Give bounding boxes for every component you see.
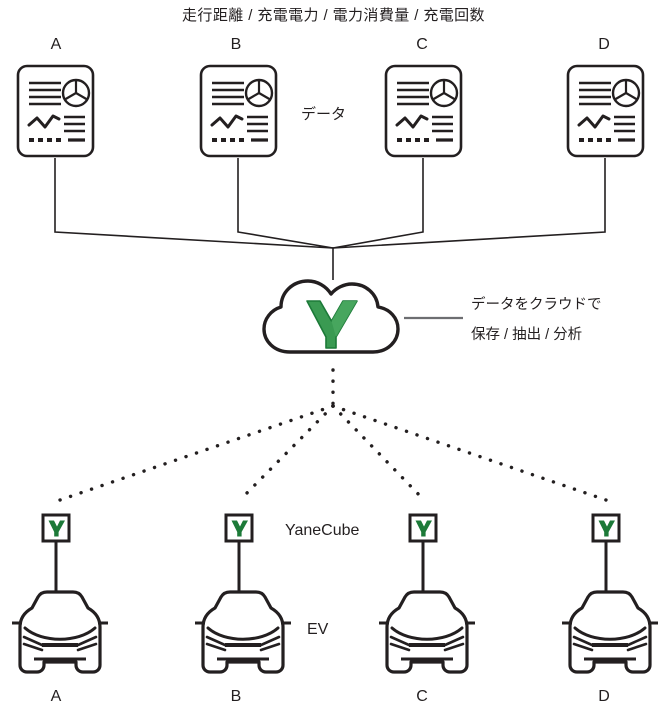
cloud-node[interactable] [262,279,400,354]
ev-car-c[interactable] [377,590,477,674]
yanecube-device-c[interactable] [408,513,438,592]
report-document-d[interactable] [566,64,645,158]
ev-car-d[interactable] [560,590,660,674]
ev-car-b[interactable] [193,590,293,674]
page-title: 走行距離 / 充電電力 / 電力消費量 / 充電回数 [182,7,485,24]
document-label-c: C [416,36,428,53]
ev-label: EV [307,621,329,638]
vehicle-label-a: A [50,688,62,705]
yanecube-label: YaneCube [285,522,360,539]
ev-car-a[interactable] [10,590,110,674]
data-label: データ [301,106,347,123]
yanecube-device-a[interactable] [41,513,71,592]
cloud-icon [262,279,400,354]
vehicle-label-b: B [230,688,242,705]
report-document-b[interactable] [199,64,278,158]
vehicle-label-d: D [598,688,610,705]
yanecube-device-b[interactable] [224,513,254,592]
report-document-a[interactable] [16,64,95,158]
document-label-d: D [598,36,610,53]
report-document-c[interactable] [384,64,463,158]
vehicle-label-c: C [416,688,428,705]
document-label-a: A [50,36,62,53]
document-label-b: B [230,36,242,53]
connector-cloud-to-devices [58,368,608,502]
y-logo [306,300,358,349]
cloud-note-line1: データをクラウドで [471,297,602,313]
yanecube-device-d[interactable] [591,513,621,592]
cloud-note-line2: 保存 / 抽出 / 分析 [471,327,583,343]
connector-documents-to-cloud [54,158,606,280]
